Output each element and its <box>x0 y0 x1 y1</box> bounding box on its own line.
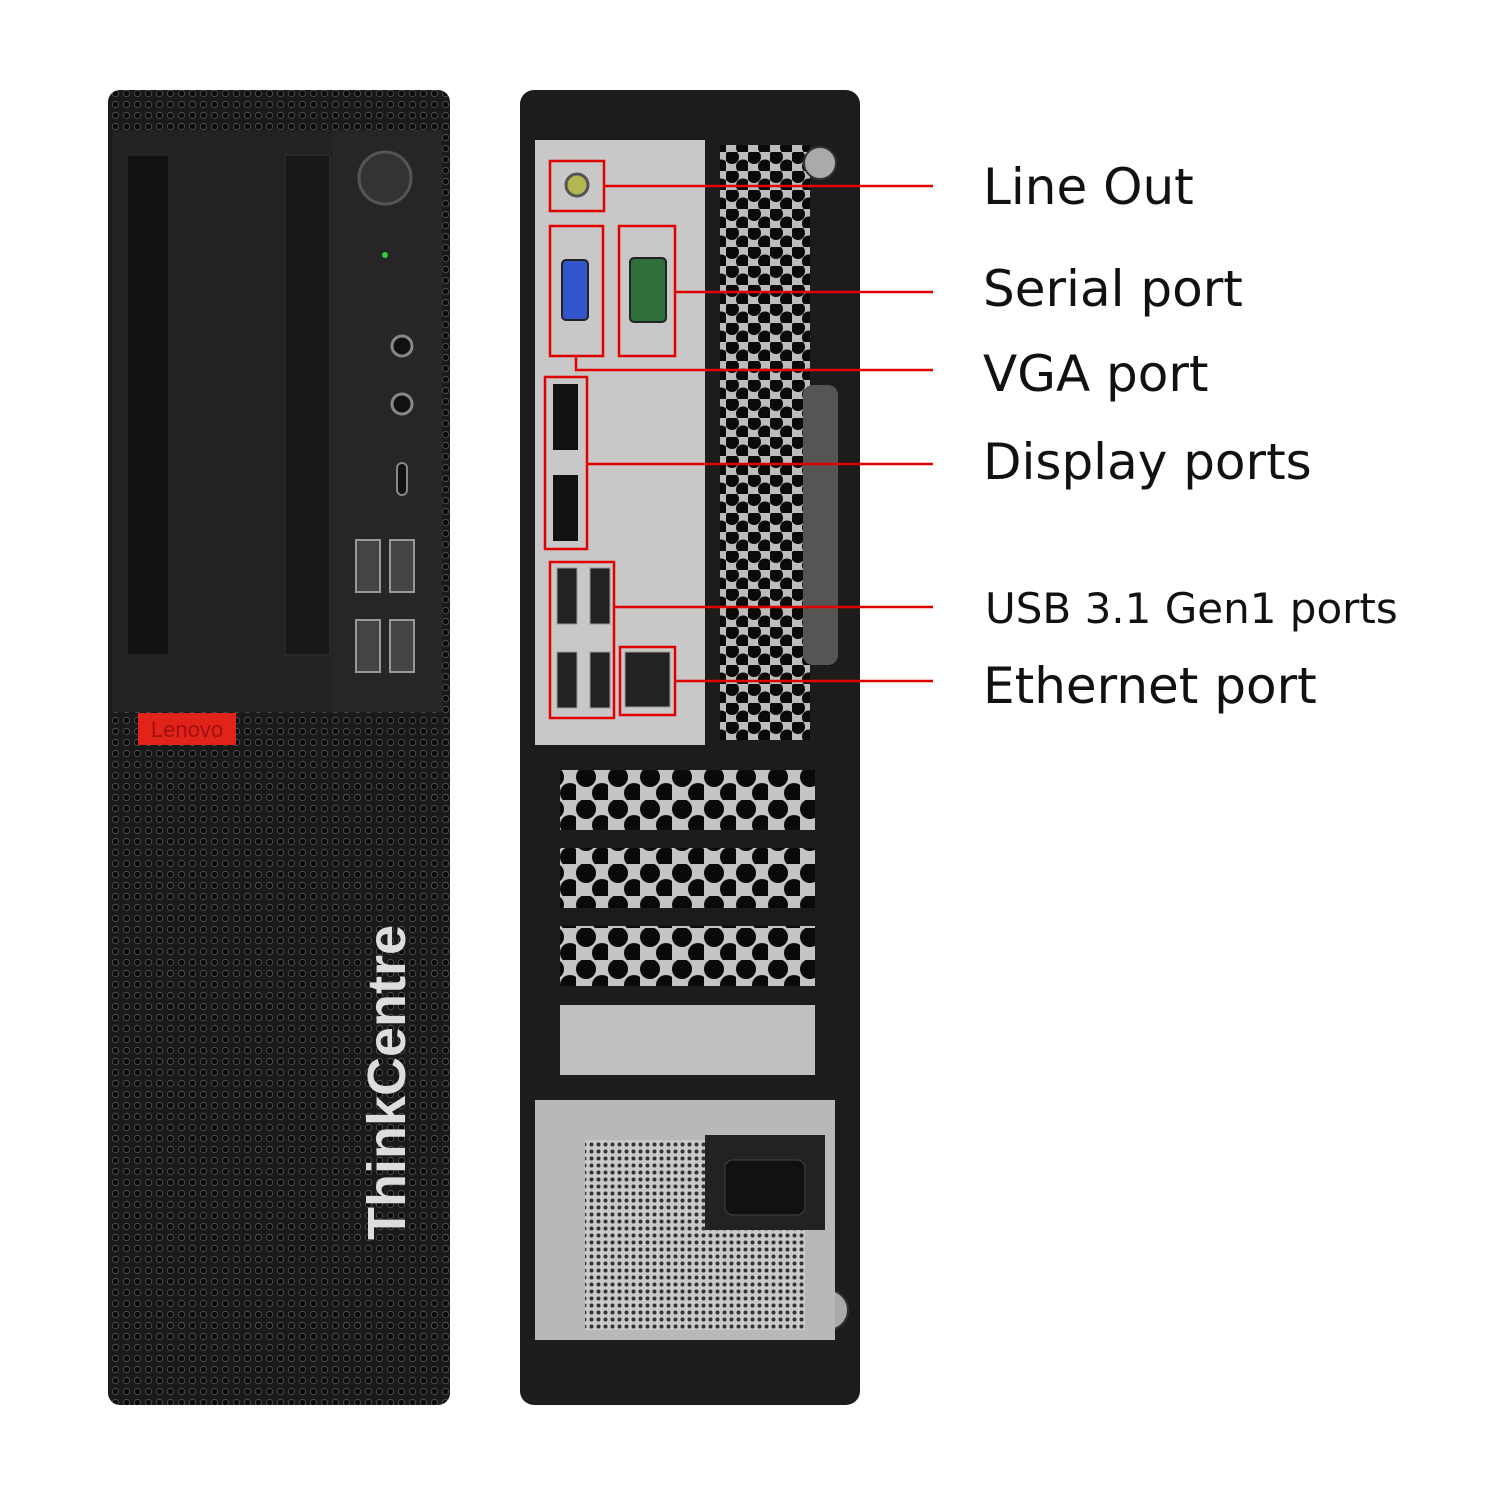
headphone-jack <box>390 392 414 416</box>
expansion-slot-2 <box>560 848 815 908</box>
front-usb-ports <box>355 539 415 673</box>
callout-label-serial-port: Serial port <box>983 260 1243 318</box>
io-panel <box>332 130 442 712</box>
rear-usb-ports <box>556 567 611 709</box>
serial-connector <box>629 257 667 323</box>
displayport-2 <box>553 475 578 541</box>
rear-view <box>520 90 860 1405</box>
callout-label-usb-ports: USB 3.1 Gen1 ports <box>985 584 1398 633</box>
displayport-1 <box>553 384 578 450</box>
side-handle <box>803 385 838 665</box>
front-view: Lenovo ThinkCentre <box>108 90 450 1405</box>
mic-jack <box>390 334 414 358</box>
lenovo-badge <box>138 713 236 745</box>
line-out-jack <box>564 172 590 198</box>
drive-slot <box>126 154 170 656</box>
thinkcentre-logo: ThinkCentre <box>357 925 417 1240</box>
power-led-icon <box>382 252 388 258</box>
optical-drive-bay <box>284 154 331 656</box>
callout-label-ethernet-port: Ethernet port <box>983 657 1317 715</box>
thumbscrew-icon <box>803 146 837 180</box>
expansion-slot-4 <box>560 1005 815 1075</box>
rear-vent <box>720 145 810 740</box>
callout-label-display-ports: Display ports <box>983 433 1312 491</box>
callout-label-vga-port: VGA port <box>983 345 1209 403</box>
callout-label-line-out: Line Out <box>983 158 1194 216</box>
callout-lines <box>543 159 933 720</box>
vga-port-line <box>574 356 933 372</box>
usb-ports-box <box>548 560 616 720</box>
expansion-slot-1 <box>560 770 815 830</box>
ethernet-connector <box>624 651 671 708</box>
power-button[interactable] <box>357 150 413 206</box>
lenovo-badge-text: Lenovo <box>151 717 223 742</box>
usb-c-port <box>396 462 408 496</box>
expansion-slot-3 <box>560 926 815 986</box>
vga-connector <box>561 259 589 321</box>
